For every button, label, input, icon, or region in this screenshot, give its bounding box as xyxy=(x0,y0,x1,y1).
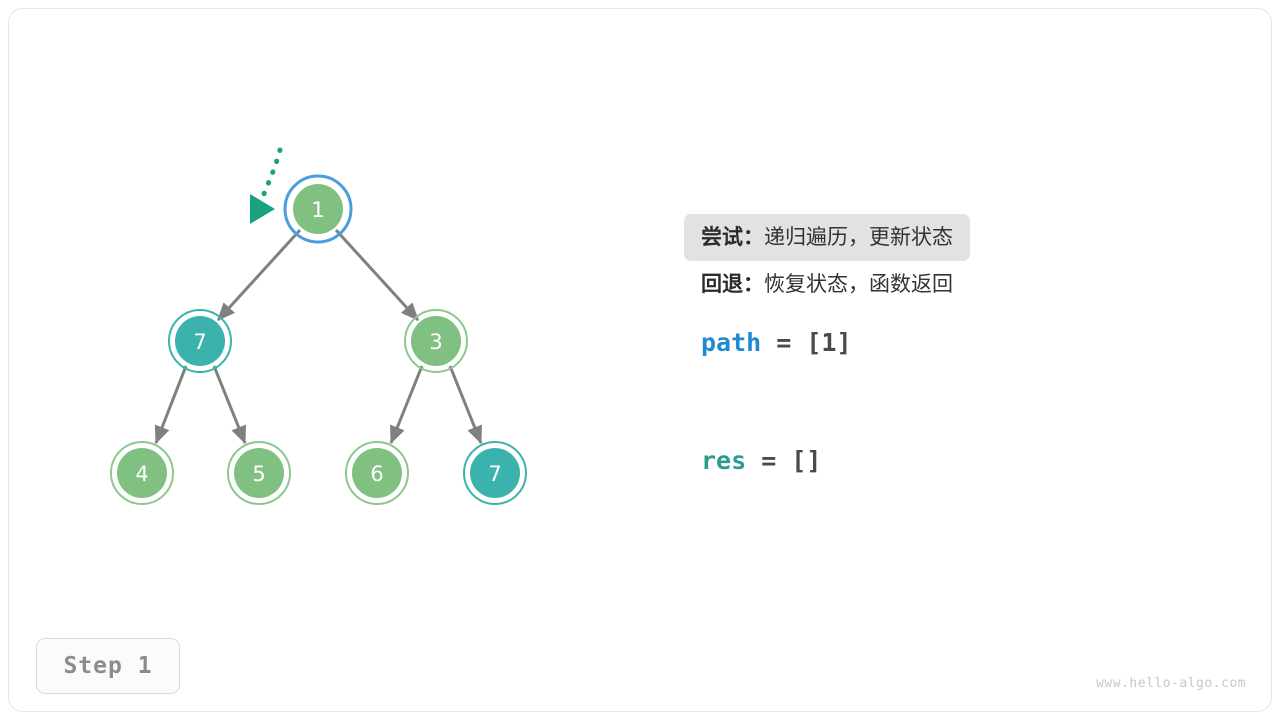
pointer-dotted-curve xyxy=(259,147,283,202)
try-text: 递归遍历，更新状态 xyxy=(764,225,953,249)
recursion-pointer xyxy=(250,147,283,224)
explanation-panel: 尝试：递归遍历，更新状态 回退：恢复状态，函数返回 xyxy=(684,214,1084,308)
tree-node-6[interactable]: 6 xyxy=(345,441,409,505)
node-3-ring xyxy=(404,309,468,373)
pointer-triangle-icon xyxy=(250,194,275,224)
tree-node-1[interactable]: 1 xyxy=(283,174,353,244)
res-variable-value: = [] xyxy=(746,446,822,475)
node-7-right-ring xyxy=(463,441,527,505)
edge-1-to-3 xyxy=(334,228,420,322)
edge-7-to-5 xyxy=(212,365,247,445)
node-1-circle xyxy=(293,184,343,234)
node-7-right-label: 7 xyxy=(488,462,501,486)
step-badge: Step 1 xyxy=(36,638,180,694)
edge-3-to-7b xyxy=(448,365,483,445)
node-6-circle xyxy=(352,448,402,498)
node-7-right-circle xyxy=(470,448,520,498)
backtrack-label: 回退： xyxy=(701,272,764,296)
try-step-row: 尝试：递归遍历，更新状态 xyxy=(684,214,970,261)
edge-3-to-6 xyxy=(389,365,424,445)
step-badge-label: Step 1 xyxy=(63,653,153,679)
res-variable-name: res xyxy=(701,446,747,475)
node-4-label: 4 xyxy=(135,462,148,486)
tree-node-4[interactable]: 4 xyxy=(110,441,174,505)
node-4-ring xyxy=(110,441,174,505)
tree-edges xyxy=(154,228,483,445)
watermark: www.hello-algo.com xyxy=(1096,676,1246,691)
try-label: 尝试： xyxy=(701,225,764,249)
tree-node-7-right[interactable]: 7 xyxy=(463,441,527,505)
tree-nodes: 1 7 3 4 xyxy=(110,174,527,505)
path-variable-name: path xyxy=(701,328,762,357)
card-frame xyxy=(8,8,1272,712)
tree-node-3[interactable]: 3 xyxy=(404,309,468,373)
node-1-highlight-ring xyxy=(283,174,353,244)
node-3-circle xyxy=(411,316,461,366)
tree-node-7-left[interactable]: 7 xyxy=(168,309,232,373)
path-variable-value: = [1] xyxy=(761,328,852,357)
edge-1-to-7 xyxy=(216,228,302,322)
edge-7-to-4 xyxy=(154,365,188,445)
node-1-label: 1 xyxy=(311,198,324,222)
backtrack-text: 恢复状态，函数返回 xyxy=(764,272,953,296)
node-5-ring xyxy=(227,441,291,505)
node-6-ring xyxy=(345,441,409,505)
node-5-label: 5 xyxy=(252,462,265,486)
node-7-left-circle xyxy=(175,316,225,366)
tree-node-5[interactable]: 5 xyxy=(227,441,291,505)
node-7-left-ring xyxy=(168,309,232,373)
node-5-circle xyxy=(234,448,284,498)
node-7-left-label: 7 xyxy=(193,330,206,354)
node-4-circle xyxy=(117,448,167,498)
path-variable-line: path = [1] xyxy=(684,330,852,355)
res-variable-line: res = [] xyxy=(684,448,821,473)
backtrack-step-row: 回退：恢复状态，函数返回 xyxy=(684,261,1084,308)
node-6-label: 6 xyxy=(370,462,383,486)
node-3-label: 3 xyxy=(429,330,442,354)
